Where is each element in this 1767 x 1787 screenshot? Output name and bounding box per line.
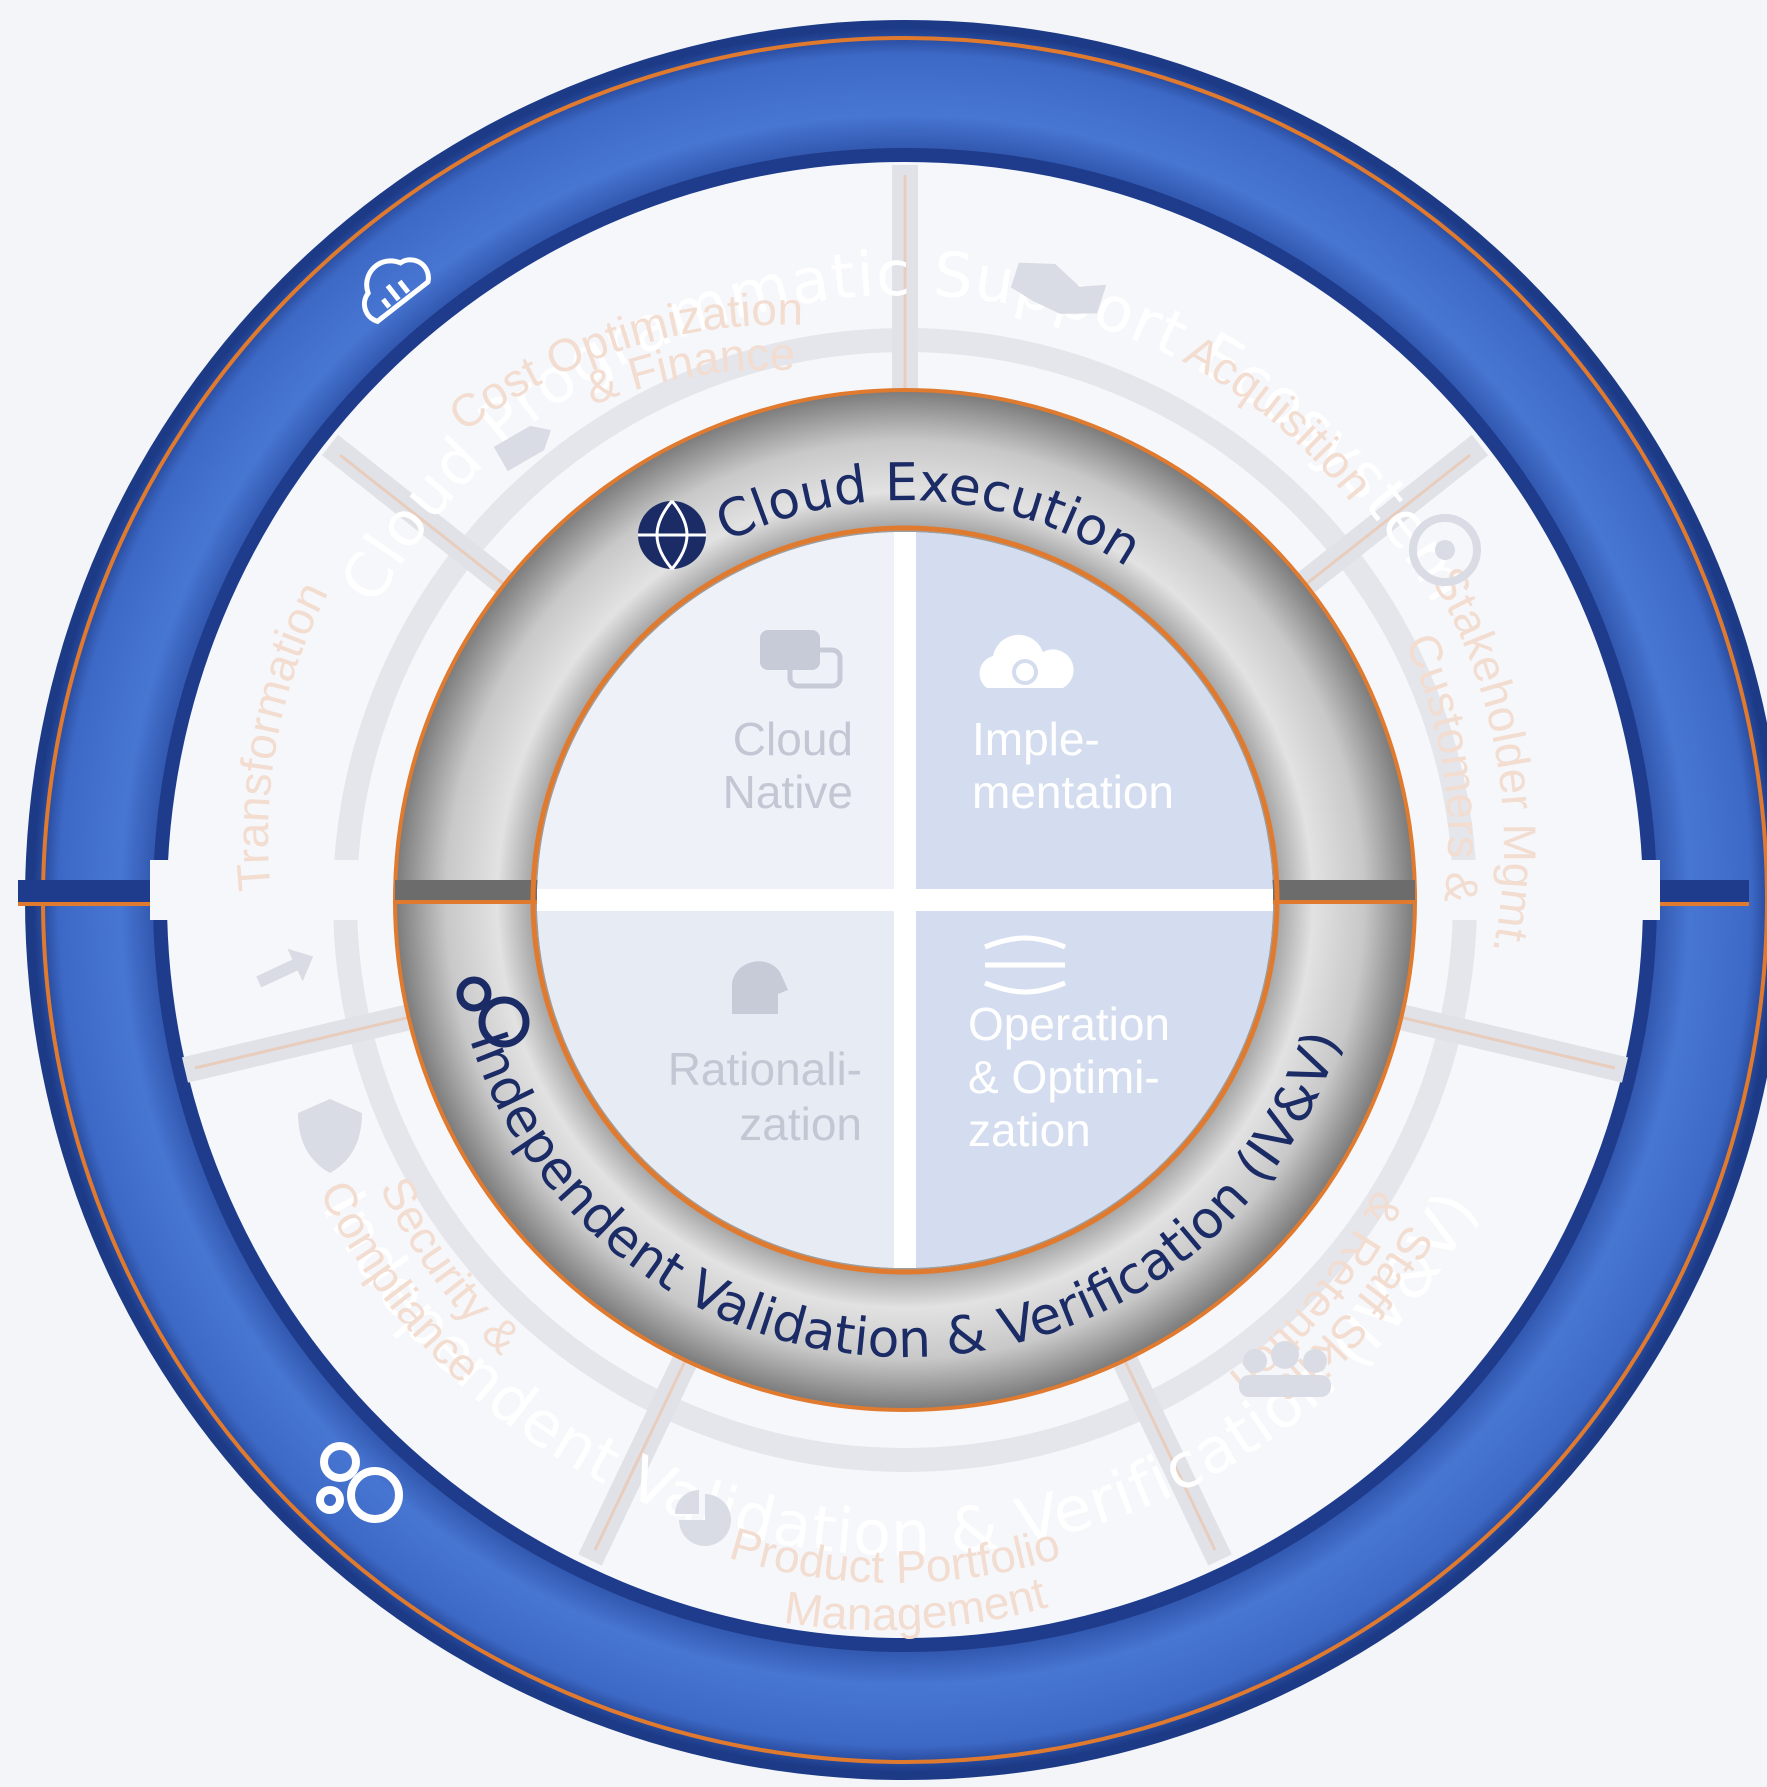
quadrant-cloud-native-line-1: Cloud — [733, 713, 853, 765]
price-tag-icon — [493, 425, 551, 472]
quadrant-rationalization-line-2: zation — [739, 1098, 862, 1150]
cloud-analytics-icon — [362, 257, 431, 325]
inner-circle — [537, 532, 1273, 1268]
quadrant-rationalization — [537, 900, 905, 1268]
quadrant-cloud-native-label: Cloud Native — [723, 713, 853, 818]
chat-bubbles-icon — [760, 630, 843, 689]
team-icon — [1239, 1341, 1331, 1397]
shield-lock-icon — [298, 1099, 362, 1173]
quadrant-operation-line-3: zation — [968, 1104, 1091, 1156]
quadrant-implementation — [905, 532, 1273, 900]
quadrant-cloud-native-line-2: Native — [723, 766, 853, 818]
cloud-power-icon — [979, 634, 1074, 688]
swap-arrows-icon — [256, 948, 314, 988]
quadrant-operation-line-2: & Optimi- — [968, 1051, 1160, 1103]
quadrant-operation-line-1: Operation — [968, 998, 1170, 1050]
digital-head-icon — [732, 961, 788, 1014]
people-circle-icon — [1409, 514, 1481, 586]
pie-chart-icon — [675, 1490, 731, 1546]
globe-network-icon — [638, 500, 706, 570]
quadrant-rationalization-line-1: Rationali- — [668, 1043, 862, 1095]
gears-icon — [316, 1442, 403, 1523]
quadrant-cloud-native — [537, 532, 905, 900]
middle-ring-inner-outline — [530, 525, 1280, 1275]
quadrant-rationalization-label: Rationali- zation — [668, 1043, 862, 1150]
quadrant-operation — [905, 900, 1273, 1268]
quadrant-implementation-label: Imple- mentation — [972, 713, 1174, 818]
flow-icon — [984, 935, 1066, 995]
quadrant-implementation-line-1: Imple- — [972, 713, 1100, 765]
gears-icon — [456, 976, 530, 1048]
quadrant-implementation-line-2: mentation — [972, 766, 1174, 818]
handshake-icon — [1010, 262, 1107, 314]
quadrant-operation-label: Operation & Optimi- zation — [968, 998, 1170, 1156]
